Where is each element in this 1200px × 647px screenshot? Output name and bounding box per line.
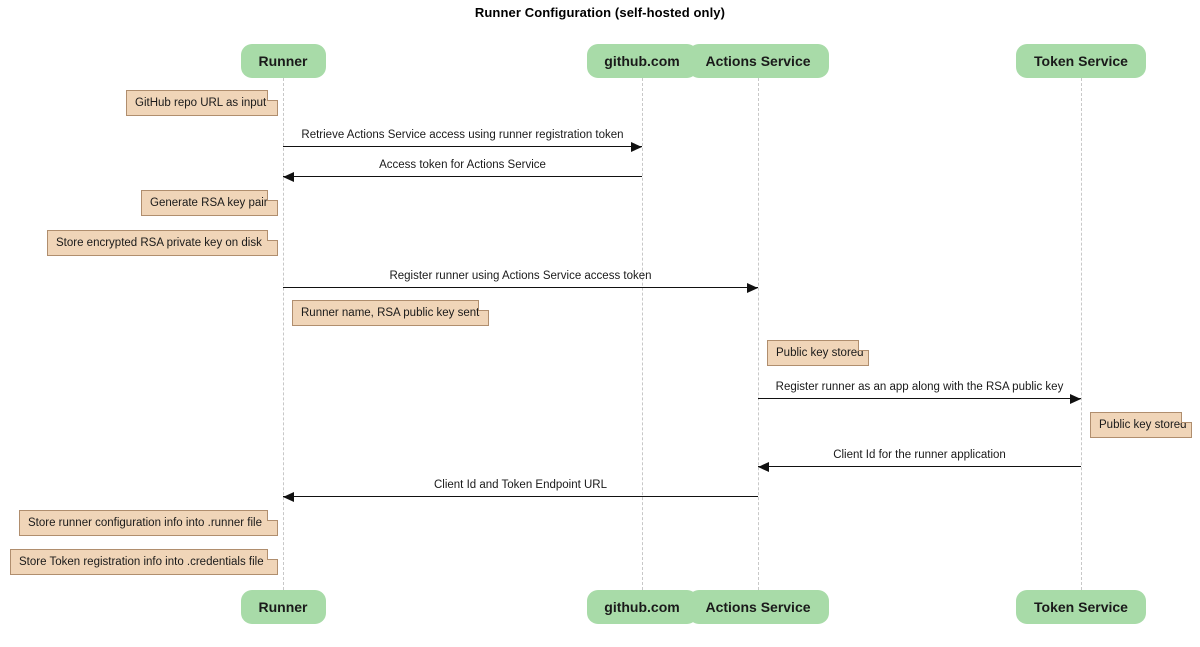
message-arrowhead [1070,393,1081,404]
note: GitHub repo URL as input [126,90,278,116]
note: Store encrypted RSA private key on disk [47,230,278,256]
message-label: Retrieve Actions Service access using ru… [301,129,624,141]
note: Store Token registration info into .cred… [10,549,278,575]
note-text: Public key stored [1099,419,1187,431]
note-fold-corner-icon [267,190,278,201]
participant-actions-top[interactable]: Actions Service [687,44,829,78]
note-fold-corner-icon [267,510,278,521]
note: Generate RSA key pair [141,190,278,216]
note: Public key stored [1090,412,1192,438]
message-line [758,398,1081,399]
participant-token-bottom[interactable]: Token Service [1016,590,1146,624]
participant-github-bottom[interactable]: github.com [586,590,698,624]
lifeline-token [1081,78,1082,590]
message-arrowhead [283,171,294,182]
participant-github-top[interactable]: github.com [586,44,698,78]
participant-token-top[interactable]: Token Service [1016,44,1146,78]
note: Runner name, RSA public key sent [292,300,489,326]
message-line [283,496,758,497]
message-line [758,466,1081,467]
note: Public key stored [767,340,869,366]
message-line [283,146,642,147]
message-label: Client Id for the runner application [833,449,1006,461]
participant-actions-bottom[interactable]: Actions Service [687,590,829,624]
note-fold-corner-icon [478,300,489,311]
note-fold-corner-icon [267,90,278,101]
message-arrowhead [631,141,642,152]
message-label: Access token for Actions Service [379,159,546,171]
note-text: Store Token registration info into .cred… [19,556,264,568]
message-label: Client Id and Token Endpoint URL [433,479,608,491]
message-line [283,287,758,288]
note-text: Store runner configuration info into .ru… [28,517,262,529]
participant-runner-top[interactable]: Runner [240,44,326,78]
diagram-title: Runner Configuration (self-hosted only) [474,5,726,20]
note: Store runner configuration info into .ru… [19,510,278,536]
note-text: Public key stored [776,347,864,359]
lifeline-github [642,78,643,590]
note-fold-corner-icon [267,230,278,241]
message-arrowhead [758,461,769,472]
note-text: GitHub repo URL as input [135,97,267,109]
participant-runner-bottom[interactable]: Runner [240,590,326,624]
note-text: Generate RSA key pair [150,197,268,209]
note-fold-corner-icon [267,549,278,560]
message-label: Register runner as an app along with the… [775,381,1064,393]
message-label: Register runner using Actions Service ac… [389,270,652,282]
note-fold-corner-icon [1181,412,1192,423]
message-arrowhead [747,282,758,293]
note-text: Store encrypted RSA private key on disk [56,237,262,249]
note-text: Runner name, RSA public key sent [301,307,480,319]
message-line [283,176,642,177]
lifeline-actions [758,78,759,590]
note-fold-corner-icon [858,340,869,351]
message-arrowhead [283,491,294,502]
lifeline-runner [283,78,284,590]
